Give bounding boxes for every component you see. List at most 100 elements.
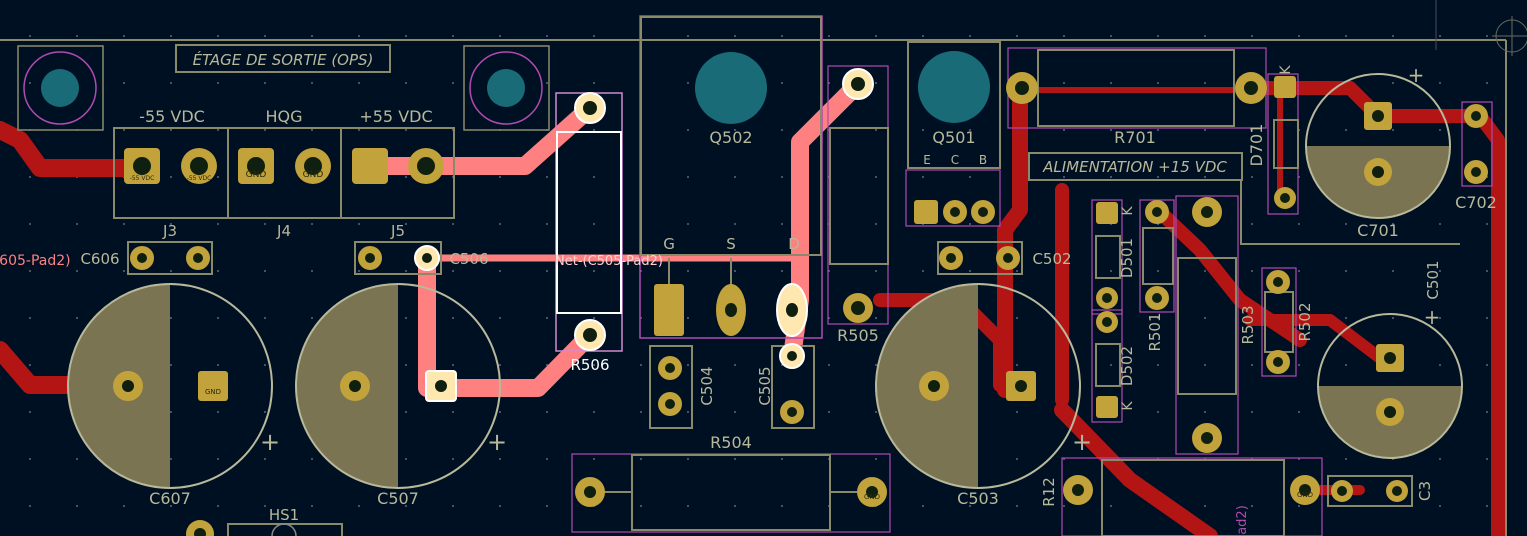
ref-c501: C501 bbox=[1424, 260, 1442, 299]
svg-text:K: K bbox=[1278, 65, 1294, 75]
grid-dot bbox=[311, 129, 313, 131]
grid-dot bbox=[781, 82, 783, 84]
svg-text:-55 VDC: -55 VDC bbox=[130, 175, 155, 182]
grid-dot bbox=[29, 176, 31, 178]
grid-dot bbox=[264, 317, 266, 319]
grid-dot bbox=[170, 129, 172, 131]
ref-r506: R506 bbox=[570, 356, 609, 374]
grid-dot bbox=[405, 129, 407, 131]
grid-dot bbox=[593, 411, 595, 413]
grid-dot bbox=[405, 458, 407, 460]
grid-dot bbox=[593, 364, 595, 366]
grid-dot bbox=[734, 223, 736, 225]
d502-diode[interactable]: K D502 bbox=[1091, 309, 1136, 423]
svg-text:GND: GND bbox=[1297, 491, 1313, 499]
grid-dot bbox=[687, 317, 689, 319]
grid-dot bbox=[76, 317, 78, 319]
grid-dot bbox=[1157, 411, 1159, 413]
grid-dot bbox=[1063, 129, 1065, 131]
grid-dot bbox=[1204, 35, 1206, 37]
label-minus55: -55 VDC bbox=[139, 107, 205, 126]
grid-dot bbox=[1157, 82, 1159, 84]
d701-diode[interactable]: K D701 bbox=[1247, 65, 1299, 215]
c502-capacitor[interactable]: C502 bbox=[937, 241, 1072, 275]
q502-transistor[interactable]: Q502 G S D bbox=[639, 15, 823, 339]
grid-dot bbox=[1157, 270, 1159, 272]
r701-resistor[interactable]: R701 bbox=[1006, 47, 1267, 147]
c505-capacitor[interactable]: C505 bbox=[756, 343, 815, 429]
grid-dot bbox=[1110, 270, 1112, 272]
grid-dot bbox=[1298, 35, 1300, 37]
grid-dot bbox=[734, 458, 736, 460]
c607-capacitor[interactable]: GND + C607 bbox=[67, 283, 280, 508]
r501-resistor[interactable]: R501 bbox=[1139, 199, 1175, 352]
grid-dot bbox=[546, 35, 548, 37]
c3-capacitor[interactable]: C3 bbox=[1327, 475, 1434, 507]
svg-text:G: G bbox=[663, 235, 675, 253]
grid-dot bbox=[123, 270, 125, 272]
grid-dot bbox=[687, 35, 689, 37]
r12-resistor[interactable]: GND R12 ad2) bbox=[1040, 457, 1323, 536]
c503-capacitor[interactable]: + C503 bbox=[875, 283, 1092, 508]
r504-resistor[interactable]: GND R504 bbox=[571, 433, 891, 533]
grid-dot bbox=[452, 223, 454, 225]
grid-dot bbox=[828, 411, 830, 413]
grid-dot bbox=[217, 411, 219, 413]
c504-capacitor[interactable]: C504 bbox=[649, 345, 716, 429]
highlighted-net-trace[interactable] bbox=[359, 75, 867, 397]
grid-dot bbox=[969, 505, 971, 507]
q501-transistor[interactable]: Q501 E C B bbox=[905, 41, 1001, 227]
grid-dot bbox=[781, 458, 783, 460]
grid-dot bbox=[217, 317, 219, 319]
c507-capacitor[interactable]: + C507 bbox=[295, 283, 507, 508]
c701-capacitor[interactable]: + C701 bbox=[1305, 63, 1451, 240]
grid-dot bbox=[1298, 505, 1300, 507]
svg-text:+: + bbox=[1424, 305, 1441, 329]
r502-resistor[interactable]: R502 bbox=[1261, 267, 1314, 377]
grid-dot bbox=[217, 458, 219, 460]
grid-dot bbox=[1204, 505, 1206, 507]
grid-dot bbox=[687, 458, 689, 460]
net-label-pad2: ad2) bbox=[1235, 505, 1250, 535]
grid-dot bbox=[405, 270, 407, 272]
hs1-heatsink[interactable]: HS1 bbox=[186, 506, 343, 536]
d501-diode[interactable]: K D501 bbox=[1091, 199, 1136, 315]
r505-resistor[interactable]: R505 bbox=[827, 65, 889, 345]
grid-dot bbox=[499, 223, 501, 225]
ref-c502: C502 bbox=[1032, 250, 1071, 268]
grid-dot bbox=[452, 270, 454, 272]
grid-dot bbox=[170, 176, 172, 178]
c606-capacitor[interactable]: C606 C605-Pad2) bbox=[0, 241, 213, 275]
label-hqg: HQG bbox=[265, 107, 302, 126]
grid-dot bbox=[687, 411, 689, 413]
svg-text:+: + bbox=[260, 428, 280, 456]
grid-dot bbox=[29, 505, 31, 507]
r503-resistor[interactable]: R503 bbox=[1175, 195, 1257, 455]
grid-dot bbox=[734, 176, 736, 178]
grid-dot bbox=[781, 35, 783, 37]
c501-capacitor[interactable]: + C501 bbox=[1317, 260, 1463, 459]
grid-dot bbox=[546, 82, 548, 84]
grid-dot bbox=[311, 505, 313, 507]
connector-block[interactable]: -55 VDC HQG +55 VDC J3 J4 J5 -55 VDC -55… bbox=[113, 107, 455, 240]
grid-dot bbox=[922, 35, 924, 37]
grid-dot bbox=[1157, 317, 1159, 319]
grid-dot bbox=[264, 458, 266, 460]
c702-capacitor[interactable]: C702 bbox=[1455, 101, 1497, 212]
c506-capacitor[interactable]: C506 bbox=[354, 241, 489, 275]
grid-dot bbox=[499, 364, 501, 366]
grid-dot bbox=[29, 317, 31, 319]
grid-dot bbox=[875, 364, 877, 366]
grid-dot bbox=[734, 270, 736, 272]
grid-dot bbox=[311, 458, 313, 460]
ref-r701: R701 bbox=[1114, 128, 1156, 147]
grid-dot bbox=[546, 458, 548, 460]
grid-dot bbox=[969, 129, 971, 131]
r506-resistor[interactable]: R506 bbox=[555, 92, 623, 374]
grid-dot bbox=[1016, 317, 1018, 319]
grid-dot bbox=[593, 82, 595, 84]
ref-r505: R505 bbox=[837, 326, 879, 345]
grid-dot bbox=[1016, 505, 1018, 507]
